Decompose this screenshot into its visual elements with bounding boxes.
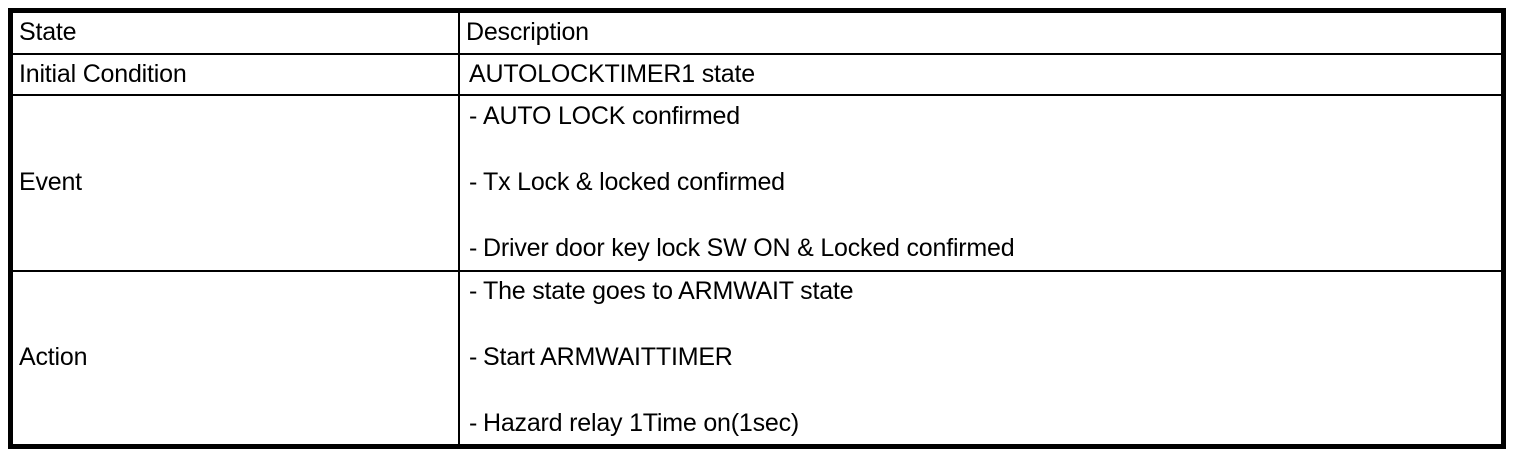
- table-row-initial-condition: Initial Condition AUTOLOCKTIMER1 state: [9, 52, 1505, 96]
- action-bullet-list: -The state goes to ARMWAIT state -Start …: [460, 277, 1501, 438]
- table-row-event: Event -AUTO LOCK confirmed -Tx Lock & lo…: [9, 93, 1505, 272]
- list-item-label: Tx Lock & locked confirmed: [483, 168, 785, 196]
- bullet-dash-icon: -: [469, 234, 478, 262]
- list-item: -Driver door key lock SW ON & Locked con…: [469, 234, 1501, 263]
- list-item-label: Start ARMWAITTIMER: [483, 343, 733, 372]
- bullet-dash-icon: -: [469, 168, 478, 196]
- list-item: -The state goes to ARMWAIT state: [469, 277, 1501, 306]
- row-value-action: -The state goes to ARMWAIT state -Start …: [458, 269, 1505, 448]
- bullet-dash-icon: -: [469, 343, 478, 372]
- bullet-dash-icon: -: [469, 102, 478, 130]
- list-item-label: AUTO LOCK confirmed: [483, 102, 740, 130]
- state-transition-table: State Description Initial Condition AUTO…: [8, 8, 1506, 449]
- table-header-row: State Description: [9, 9, 1505, 55]
- list-item-label: Hazard relay 1Time on(1sec): [483, 409, 800, 438]
- list-item-label: Driver door key lock SW ON & Locked conf…: [483, 234, 1015, 262]
- row-value-initial-condition: AUTOLOCKTIMER1 state: [458, 52, 1505, 96]
- list-item: -Tx Lock & locked confirmed: [469, 168, 1501, 197]
- description-text: AUTOLOCKTIMER1 state: [469, 59, 755, 88]
- list-item: -AUTO LOCK confirmed: [469, 102, 1501, 131]
- bullet-dash-icon: -: [469, 409, 478, 438]
- row-label-action: Action: [9, 269, 460, 448]
- state-label: Action: [19, 343, 88, 372]
- bullet-dash-icon: -: [469, 277, 478, 306]
- event-bullet-list: -AUTO LOCK confirmed -Tx Lock & locked c…: [460, 102, 1501, 263]
- row-label-initial-condition: Initial Condition: [9, 52, 460, 96]
- header-cell-state: State: [9, 9, 460, 55]
- state-label: Initial Condition: [19, 59, 187, 88]
- header-cell-description: Description: [458, 9, 1505, 55]
- row-value-event: -AUTO LOCK confirmed -Tx Lock & locked c…: [458, 93, 1505, 272]
- column-header-state: State: [19, 18, 77, 47]
- list-item: -Start ARMWAITTIMER: [469, 343, 1501, 372]
- column-header-description: Description: [466, 18, 589, 47]
- table-row-action: Action -The state goes to ARMWAIT state …: [9, 269, 1505, 448]
- list-item-label: The state goes to ARMWAIT state: [483, 277, 854, 306]
- list-item: -Hazard relay 1Time on(1sec): [469, 409, 1501, 438]
- row-label-event: Event: [9, 93, 460, 272]
- state-label: Event: [19, 168, 82, 196]
